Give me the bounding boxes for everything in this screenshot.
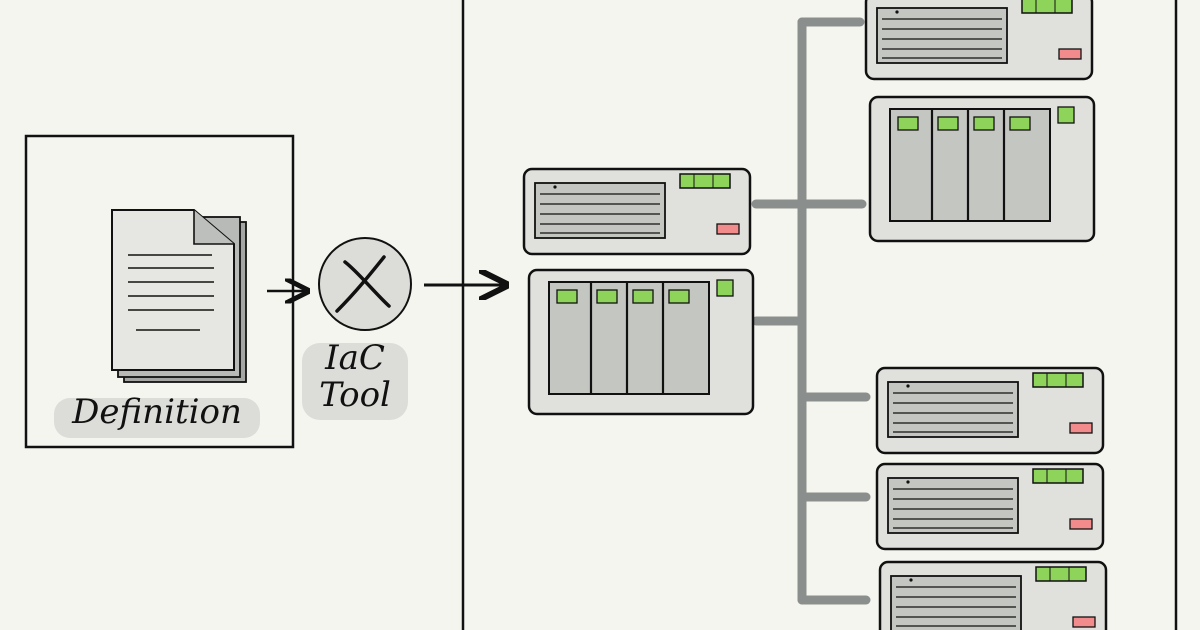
x-glyph-icon bbox=[318, 237, 412, 331]
server-unit bbox=[864, 0, 1094, 81]
server-unit bbox=[522, 167, 752, 256]
server-unit bbox=[875, 366, 1105, 455]
document-icon bbox=[111, 209, 247, 383]
iac-tool-label: IaC Tool bbox=[319, 338, 391, 415]
server-unit bbox=[875, 462, 1105, 551]
network-bus bbox=[751, 17, 871, 605]
server-unit bbox=[878, 560, 1108, 630]
storage-unit bbox=[527, 268, 755, 416]
storage-unit bbox=[868, 95, 1096, 243]
definition-label: Definition bbox=[72, 392, 242, 432]
